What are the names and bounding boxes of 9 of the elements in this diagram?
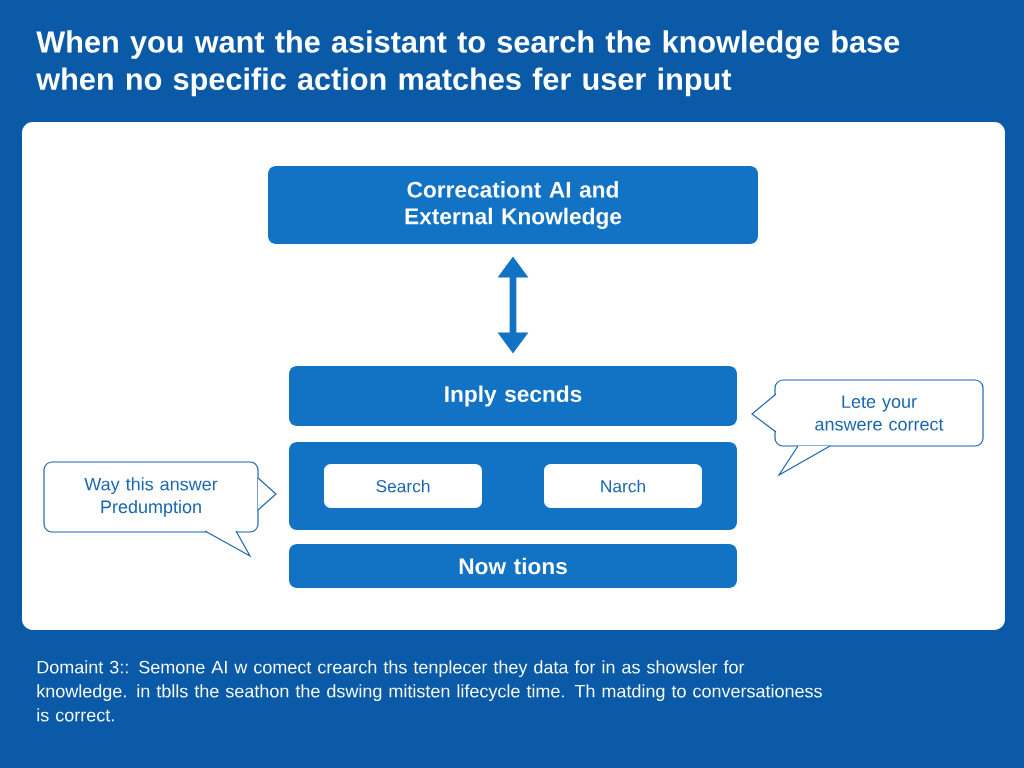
option-box: Narch: [544, 464, 702, 508]
option-box: Search: [324, 464, 482, 508]
speech-bubble: Way this answer Predumption: [43, 461, 277, 558]
title: When you want the asistant to search the knowledge base when no specific action matches fer user input: [36, 30, 900, 97]
process-box: Correcationt AI and External Knowledge: [268, 166, 758, 244]
process-box: Now tions: [289, 544, 737, 588]
process-box: Inply secnds: [289, 366, 737, 426]
caption: Domaint 3:: Semone AI w comect crearch ths tenplecer they data for in as showsler for knowledge. in tblls the seathon the dswing mitisten lifecycle time. Th matding to conversationess is correct.: [37, 660, 822, 722]
speech-bubble: Lete your answere correct: [751, 379, 984, 477]
